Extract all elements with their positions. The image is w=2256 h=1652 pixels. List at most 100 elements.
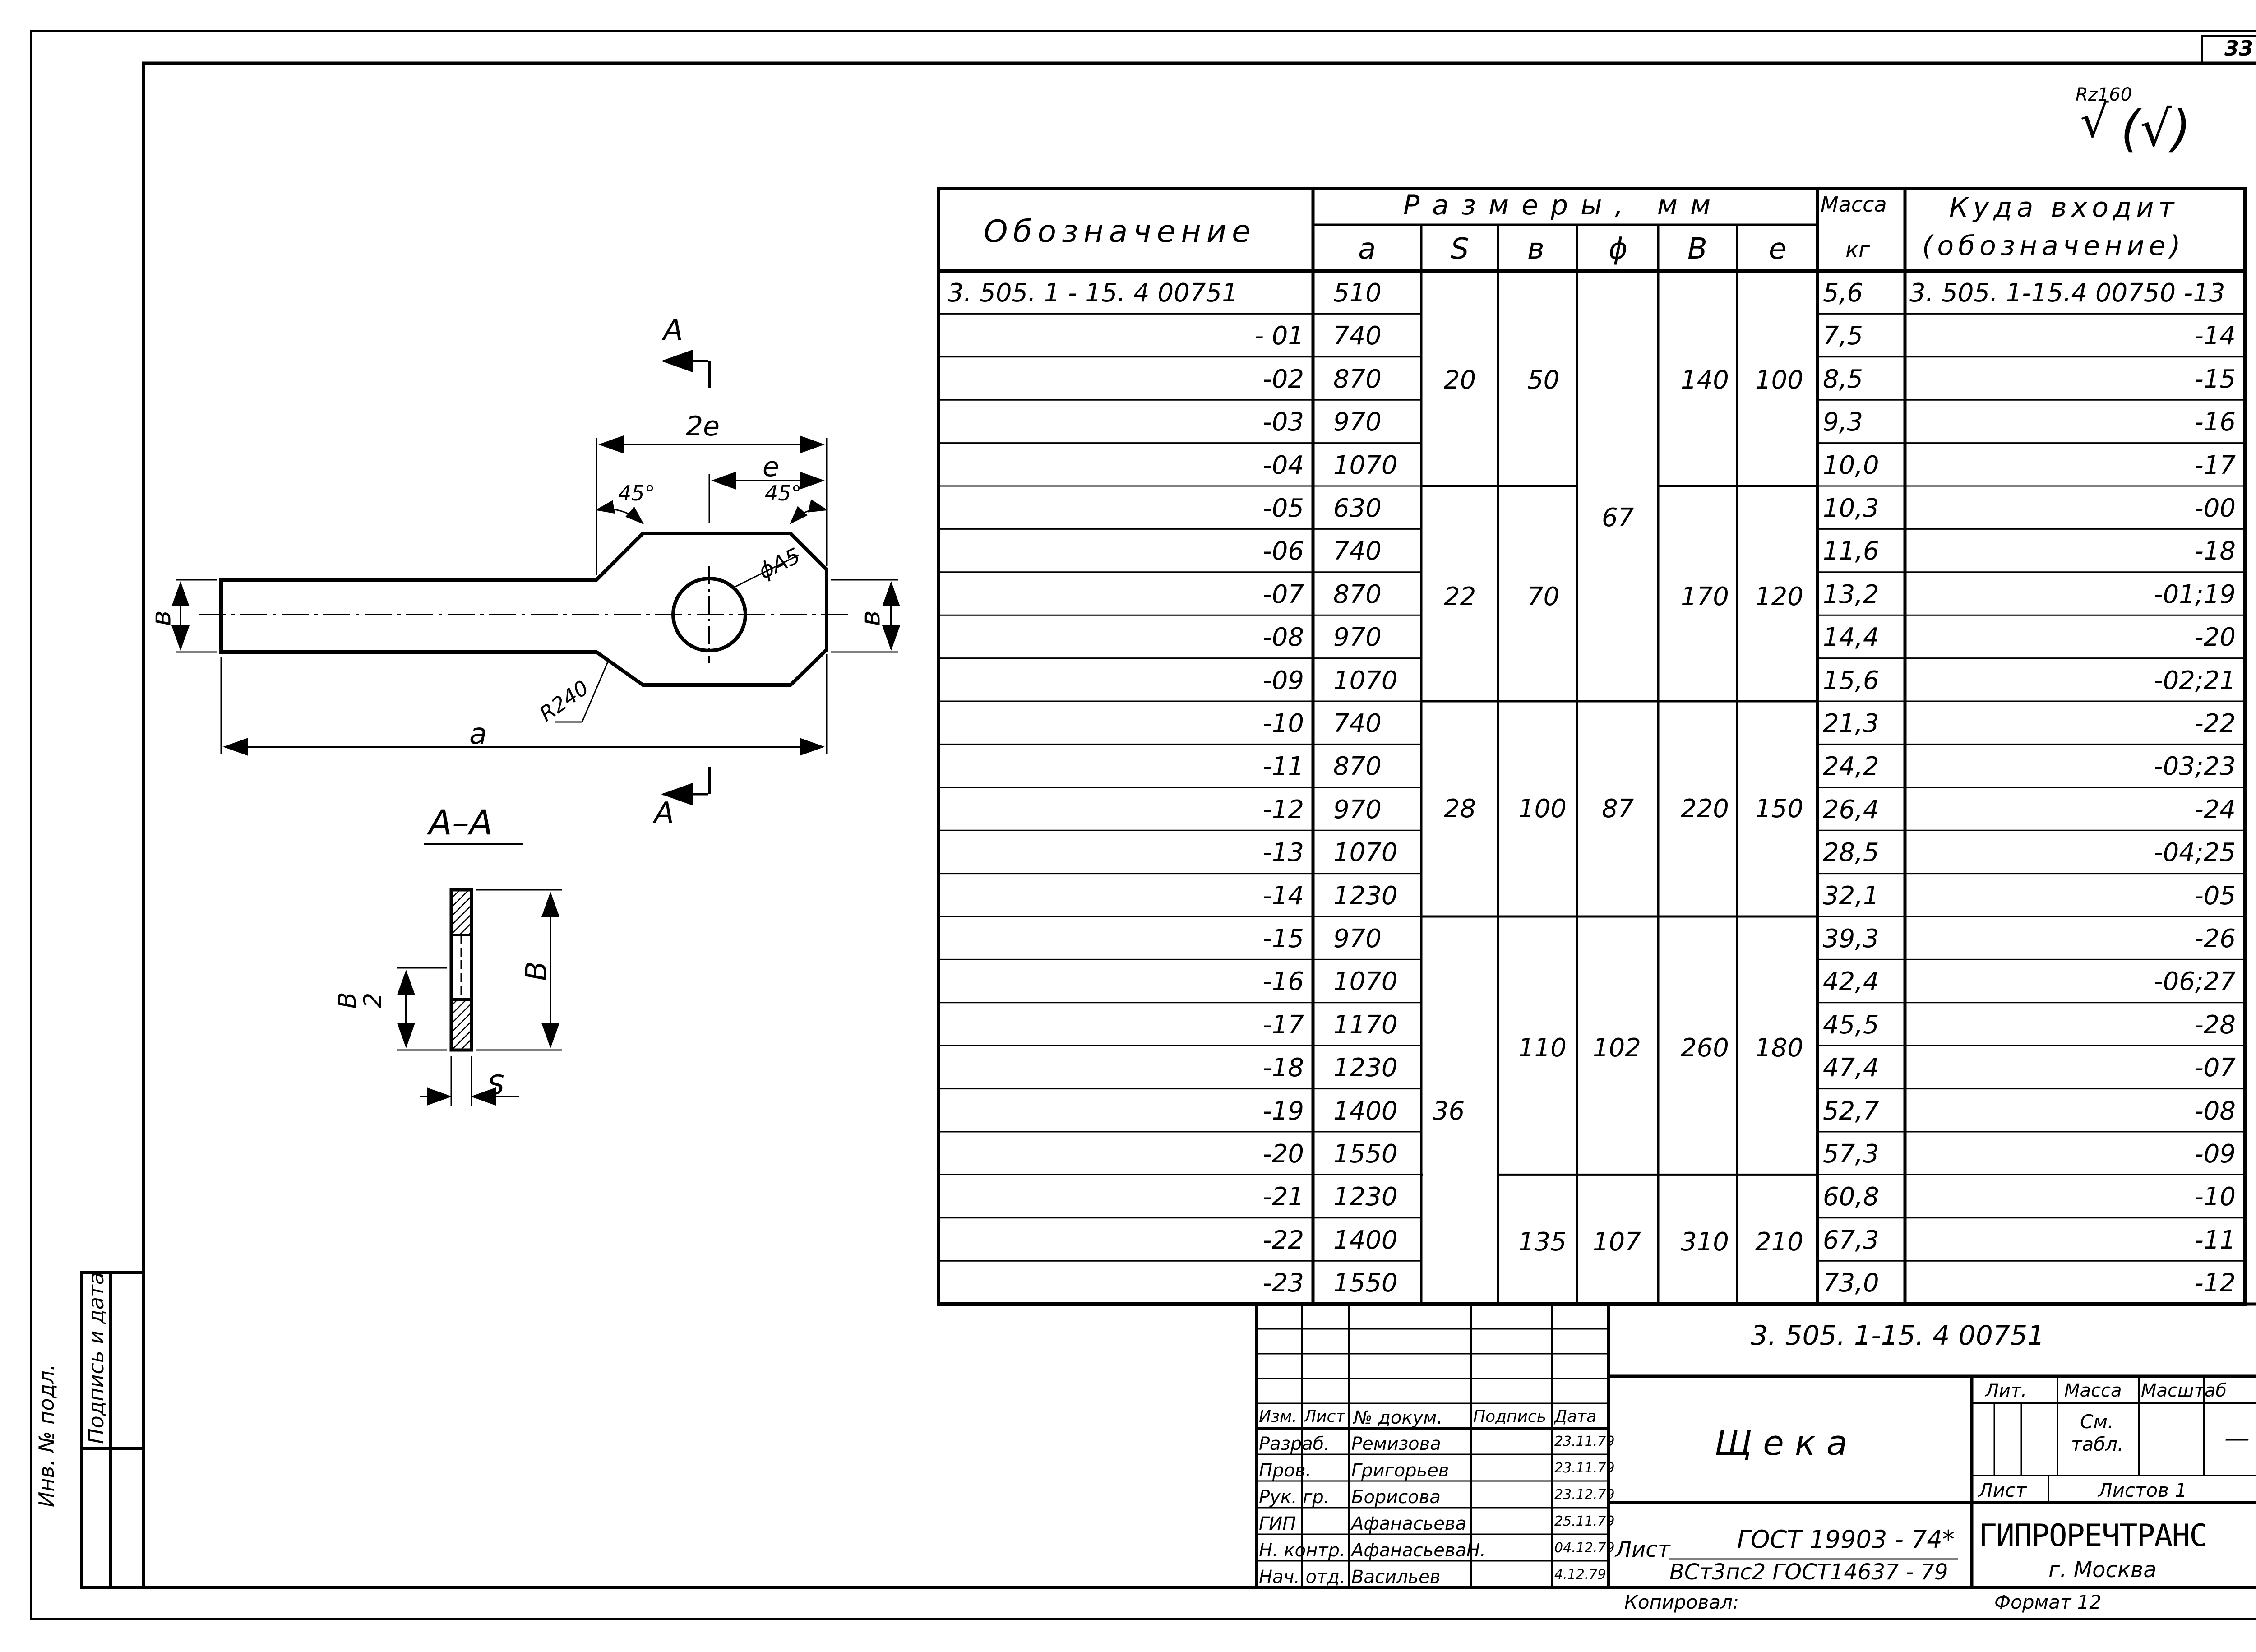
group4-B: 260 xyxy=(1681,1033,1729,1063)
hdr-doc: № докум. xyxy=(1354,1407,1443,1428)
role-title: Пров. xyxy=(1259,1460,1312,1481)
row-a: 970 xyxy=(1333,623,1382,652)
row-a: 1070 xyxy=(1333,838,1398,868)
role-name: Ремизова xyxy=(1351,1434,1441,1454)
row-where: -17 xyxy=(2194,450,2236,480)
group3-v: 100 xyxy=(1518,794,1567,824)
row-designation: -20 xyxy=(1262,1139,1304,1169)
role-name: Борисова xyxy=(1351,1487,1441,1508)
section-mark-top: А xyxy=(663,314,683,347)
hdr-izm: Изм. xyxy=(1259,1407,1297,1426)
row-where: 3. 505. 1-15.4 00750 -13 xyxy=(1909,278,2225,308)
row-designation: 3. 505. 1 - 15. 4 00751 xyxy=(948,278,1238,308)
angle-right: 45° xyxy=(765,481,802,505)
row-where: -05 xyxy=(2194,881,2236,911)
row-mass: 15,6 xyxy=(1823,666,1879,695)
roughness-check-icon: √ xyxy=(2080,95,2109,148)
row-where: -02;21 xyxy=(2154,666,2236,695)
row-a: 740 xyxy=(1333,321,1382,351)
row-designation: - 01 xyxy=(1254,321,1304,351)
side-stamp-inv: Инв. № подл. xyxy=(34,1364,59,1507)
col-mass-unit: кг xyxy=(1845,237,1870,263)
group5-v: 135 xyxy=(1518,1227,1567,1257)
side-stamp-sign: Подпись и дата xyxy=(84,1272,108,1444)
group-sizes: Размеры, мм xyxy=(1403,190,1724,221)
row-mass: 32,1 xyxy=(1823,881,1879,911)
group2-v: 70 xyxy=(1527,582,1560,611)
role-name: Афанасьева xyxy=(1351,1513,1466,1534)
hdr-sign: Подпись xyxy=(1473,1407,1546,1426)
mass-value-2: табл. xyxy=(2071,1433,2124,1455)
row-where: -08 xyxy=(2194,1096,2236,1126)
row-where: -26 xyxy=(2194,924,2236,953)
mass-label: Масса xyxy=(2064,1380,2122,1401)
row-a: 1550 xyxy=(1333,1268,1398,1298)
row-designation: -09 xyxy=(1262,666,1304,695)
sub-e: е xyxy=(1769,232,1787,266)
row-designation: -03 xyxy=(1262,407,1304,437)
row-where: -03;23 xyxy=(2154,752,2236,782)
row-a: 630 xyxy=(1333,494,1382,523)
section-title: А–А xyxy=(429,802,493,842)
section-dim-B: В xyxy=(520,961,554,981)
group5-B: 310 xyxy=(1681,1227,1729,1257)
row-mass: 11,6 xyxy=(1823,537,1879,566)
side-stamp xyxy=(80,1271,145,1589)
row-a: 740 xyxy=(1333,709,1382,738)
row-where: -14 xyxy=(2194,321,2236,351)
dim-a: а xyxy=(469,717,487,751)
row-mass: 39,3 xyxy=(1823,924,1879,953)
row-designation: -14 xyxy=(1262,881,1304,911)
row-designation: -22 xyxy=(1262,1225,1304,1255)
lit-label: Лит. xyxy=(1985,1380,2027,1401)
row-mass: 8,5 xyxy=(1823,364,1863,394)
roughness-base: Rz160 xyxy=(2076,84,2132,105)
section-dim-B2-num: В xyxy=(333,992,362,1009)
outer-frame xyxy=(30,30,2256,1620)
phi-value-2: 87 xyxy=(1602,794,1634,824)
row-mass: 10,3 xyxy=(1823,494,1879,523)
row-mass: 60,8 xyxy=(1823,1182,1879,1212)
row-where: -24 xyxy=(2194,795,2236,824)
row-where: -04;25 xyxy=(2154,838,2236,868)
row-mass: 45,5 xyxy=(1823,1010,1879,1040)
row-where: -10 xyxy=(2194,1182,2236,1212)
group1-s: 20 xyxy=(1444,366,1476,395)
row-designation: -12 xyxy=(1262,795,1304,824)
row-designation: -08 xyxy=(1262,623,1304,652)
row-a: 870 xyxy=(1333,364,1382,394)
row-where: -22 xyxy=(2194,709,2236,738)
role-date: 4.12.79 xyxy=(1554,1567,1606,1583)
role-date: 04.12.79 xyxy=(1554,1540,1615,1556)
role-date: 23.11.79 xyxy=(1554,1434,1615,1449)
scale-value: — xyxy=(2224,1424,2250,1453)
row-mass: 5,6 xyxy=(1823,278,1863,308)
section-mark-bottom: А xyxy=(654,796,674,830)
role-date: 25.11.79 xyxy=(1554,1513,1615,1529)
dim-v-right: в xyxy=(855,610,887,626)
role-title: Н. контр. xyxy=(1259,1540,1345,1561)
row-mass: 47,4 xyxy=(1823,1053,1879,1083)
section-dim-S: S xyxy=(487,1069,505,1101)
section-view xyxy=(397,843,562,1106)
material-line2: ВСт3пс2 ГОСТ14637 - 79 xyxy=(1669,1559,1948,1585)
sheet-number-box xyxy=(2201,35,2256,65)
row-a: 970 xyxy=(1333,795,1382,824)
row-mass: 73,0 xyxy=(1823,1268,1879,1298)
row-a: 740 xyxy=(1333,537,1382,566)
sheets-label: Листов 1 xyxy=(2098,1479,2187,1501)
hdr-list: Лист xyxy=(1304,1407,1345,1426)
row-designation: -06 xyxy=(1262,537,1304,566)
part-plan-view xyxy=(171,350,900,805)
row-where: -16 xyxy=(2194,407,2236,437)
format-label: Формат 12 xyxy=(1994,1591,2102,1613)
row-a: 1400 xyxy=(1333,1225,1398,1255)
row-mass: 21,3 xyxy=(1823,709,1879,738)
role-date: 23.11.79 xyxy=(1554,1460,1615,1476)
row-a: 510 xyxy=(1333,278,1382,308)
row-mass: 42,4 xyxy=(1823,967,1879,997)
role-title: ГИП xyxy=(1259,1513,1296,1534)
hdr-date: Дата xyxy=(1554,1407,1597,1426)
material-prefix: Лист xyxy=(1615,1537,1670,1562)
